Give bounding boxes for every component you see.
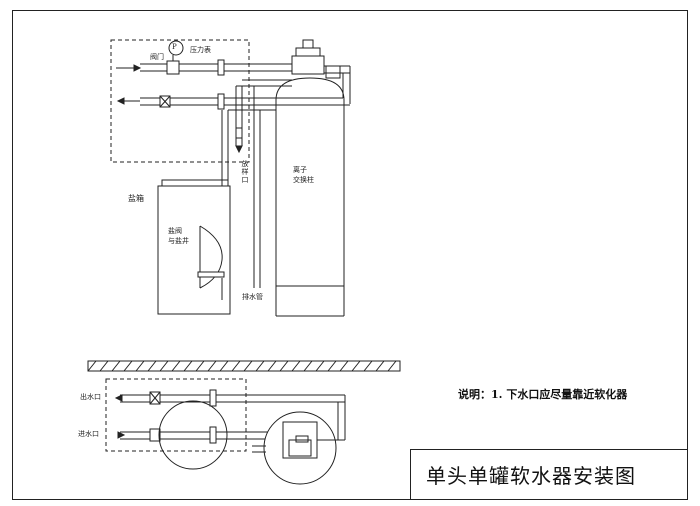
plan-dashed-box xyxy=(105,378,247,452)
plan-outlet-pipe xyxy=(120,389,346,440)
brine-tank-label: 盐箱 xyxy=(128,194,144,203)
valve-label: 阀门 xyxy=(150,53,164,61)
control-dashed-box xyxy=(110,39,250,163)
brine-valve-label: 盐阀 与盐井 xyxy=(168,227,189,245)
brine-tank xyxy=(157,179,231,315)
inlet-pipe xyxy=(140,55,262,76)
ion-exchange-label: 离子 交换柱 xyxy=(293,166,314,184)
wall-hatch xyxy=(87,360,401,372)
water-in-label: 进水口 xyxy=(78,430,99,438)
drain-arrow xyxy=(235,145,243,154)
water-out-label: 出水口 xyxy=(80,393,101,401)
pressure-gauge-label: 压力表 xyxy=(190,46,211,54)
drain-pipe-label: 排水管 xyxy=(242,293,263,301)
gauge-symbol: P xyxy=(172,43,177,51)
control-valve xyxy=(262,39,351,106)
plan-control-head xyxy=(252,421,345,459)
title-block xyxy=(410,449,688,500)
drain-pipe xyxy=(235,79,292,288)
outlet-pipe xyxy=(140,93,265,110)
installation-note: 说明：1. 下水口应尽量靠近软化器 xyxy=(458,388,628,401)
ion-exchange-tank xyxy=(275,77,345,317)
drain-outlet-label: 放样口 xyxy=(241,160,249,184)
plan-brine-tank xyxy=(158,400,228,470)
drawing-frame xyxy=(12,10,688,500)
pressure-gauge xyxy=(168,40,184,56)
plan-inlet-arrow xyxy=(117,431,126,439)
plan-outlet-arrow xyxy=(114,394,123,402)
drawing-title: 单头单罐软水器安装图 xyxy=(426,464,636,488)
